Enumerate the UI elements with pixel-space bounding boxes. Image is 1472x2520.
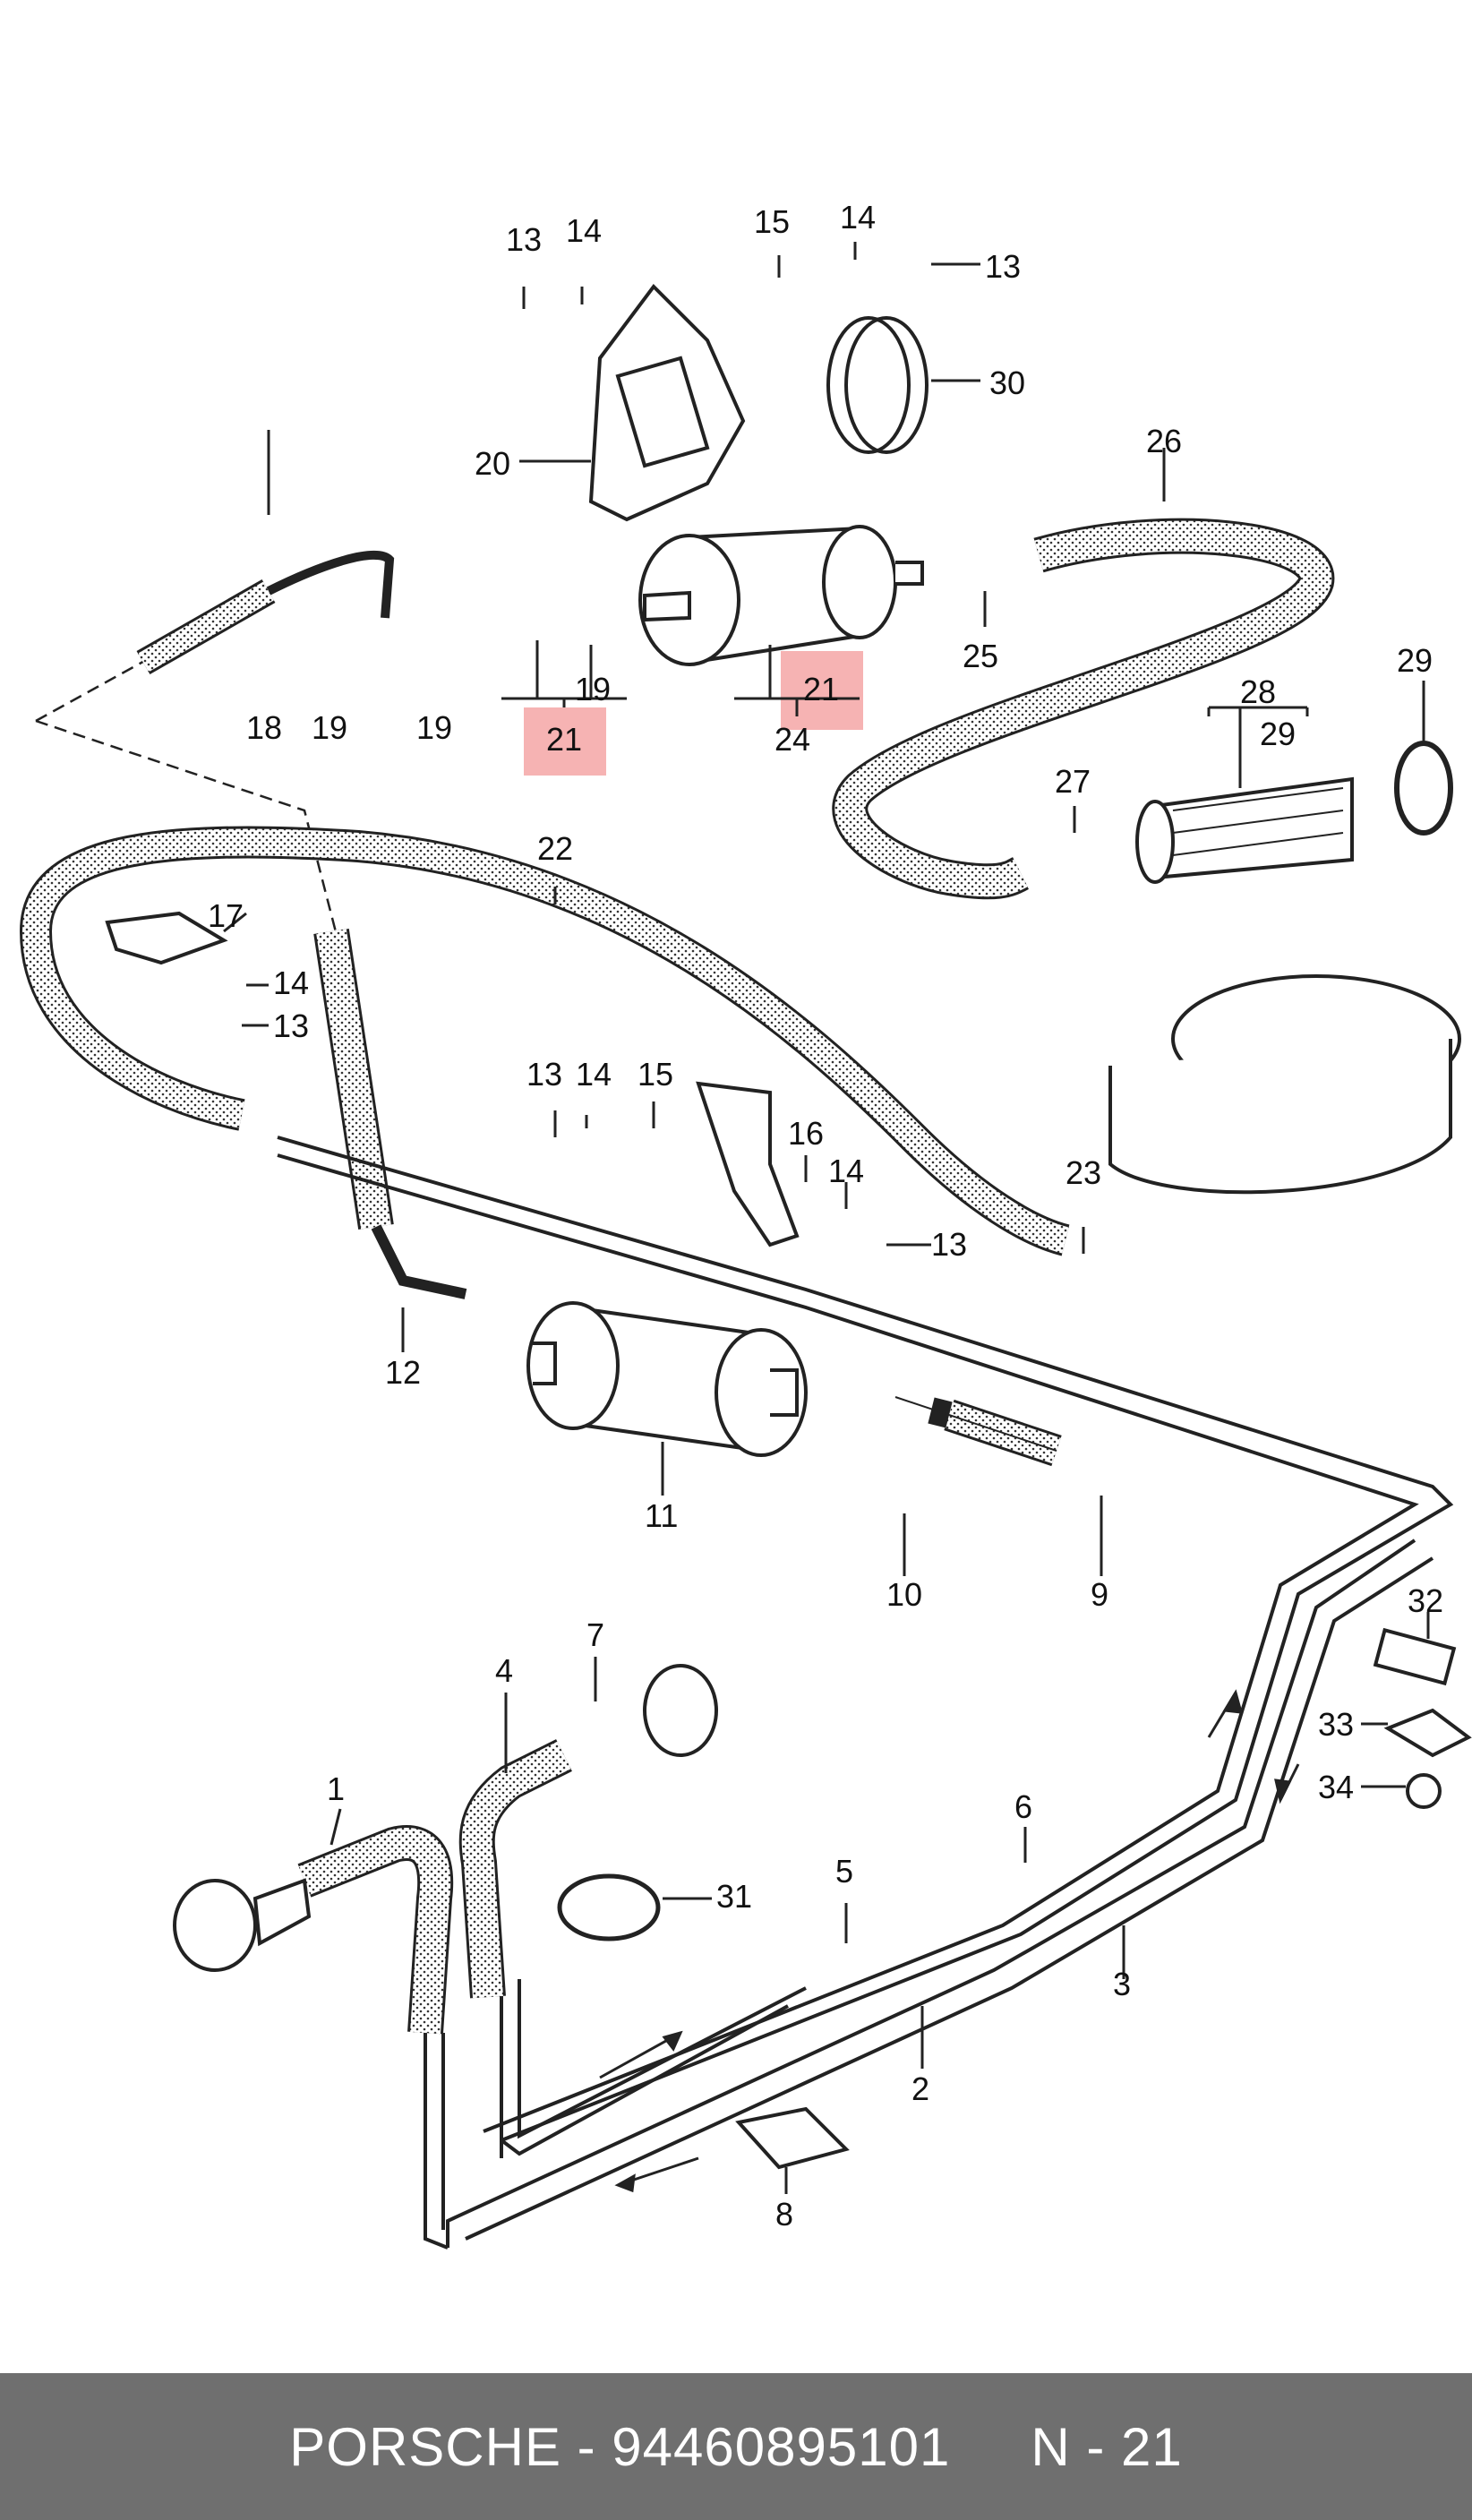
label-11: 11 bbox=[645, 1497, 678, 1534]
label-29: 29 bbox=[1260, 716, 1296, 752]
hose-4 bbox=[458, 1739, 572, 1999]
label-19: 19 bbox=[575, 671, 611, 707]
clamp-30 bbox=[826, 316, 929, 454]
footer-brand: PORSCHE bbox=[289, 2416, 561, 2477]
clip-33 bbox=[1383, 1708, 1472, 1758]
label-6: 6 bbox=[1014, 1788, 1032, 1825]
label-13: 13 bbox=[506, 221, 542, 258]
label-1: 1 bbox=[327, 1770, 345, 1807]
leader-lines bbox=[223, 242, 1430, 2194]
label-19: 19 bbox=[312, 709, 347, 746]
footer-bar: PORSCHE - 94460895101 N - 21 bbox=[0, 2373, 1472, 2520]
clamp-31 bbox=[557, 1873, 661, 1941]
holder-8 bbox=[735, 2106, 850, 2170]
hose-26 bbox=[832, 518, 1335, 900]
damper-7 bbox=[643, 1664, 718, 1757]
label-26: 26 bbox=[1146, 423, 1182, 459]
flow-arrows bbox=[599, 1689, 1300, 2193]
hose-10 bbox=[894, 1396, 1057, 1452]
label-14: 14 bbox=[566, 212, 602, 249]
label-14: 14 bbox=[273, 964, 309, 1001]
label-14: 14 bbox=[828, 1153, 864, 1189]
label-17: 17 bbox=[208, 897, 244, 934]
label-18: 18 bbox=[246, 709, 282, 746]
footer-separator: - bbox=[561, 2416, 612, 2477]
label-2: 2 bbox=[911, 2070, 929, 2107]
bolt-34 bbox=[1406, 1773, 1442, 1809]
label-22: 22 bbox=[537, 830, 573, 867]
label-9: 9 bbox=[1091, 1576, 1108, 1613]
bracket-17 bbox=[105, 911, 228, 965]
bracket-20 bbox=[588, 283, 746, 522]
label-5: 5 bbox=[835, 1853, 853, 1890]
label-24: 24 bbox=[775, 721, 810, 758]
label-16: 16 bbox=[788, 1115, 824, 1152]
label-32: 32 bbox=[1408, 1582, 1443, 1619]
label-21: 21 bbox=[546, 721, 582, 758]
label-23: 23 bbox=[1065, 1154, 1101, 1191]
footer-part-number: 94460895101 bbox=[612, 2416, 951, 2477]
fuel-line-lower bbox=[446, 1539, 1434, 2248]
tank-collar bbox=[1108, 974, 1461, 1195]
hose-22 bbox=[19, 826, 1070, 1256]
label-21: 21 bbox=[803, 671, 839, 707]
strainer-28 bbox=[1135, 776, 1354, 884]
label-4: 4 bbox=[495, 1652, 513, 1689]
label-14: 14 bbox=[840, 199, 876, 236]
label-20: 20 bbox=[475, 445, 510, 482]
label-13: 13 bbox=[931, 1226, 967, 1263]
parts-diagram: 13 14 15 14 13 30 20 26 25 18 19 19 19 2… bbox=[19, 199, 1472, 2250]
label-14: 14 bbox=[576, 1056, 612, 1093]
label-30: 30 bbox=[989, 364, 1025, 401]
label-27: 27 bbox=[1055, 763, 1091, 800]
label-15: 15 bbox=[638, 1056, 673, 1093]
label-13: 13 bbox=[526, 1056, 562, 1093]
label-29: 29 bbox=[1397, 642, 1433, 679]
hose-1 bbox=[297, 1825, 454, 2035]
highlight-box-21-right bbox=[781, 651, 863, 730]
clip-32 bbox=[1373, 1627, 1457, 1686]
fuel-line-left bbox=[424, 1979, 807, 2250]
label-31: 31 bbox=[716, 1878, 752, 1915]
fuel-filter-11 bbox=[526, 1301, 808, 1457]
pressure-regulator bbox=[173, 1878, 312, 1972]
label-28: 28 bbox=[1240, 673, 1276, 710]
fuel-line-upper bbox=[277, 1136, 1454, 2158]
seal-29 bbox=[1394, 741, 1453, 836]
label-12: 12 bbox=[385, 1354, 421, 1391]
hose-18 bbox=[136, 550, 395, 675]
label-13: 13 bbox=[985, 248, 1021, 285]
bracket-16 bbox=[696, 1081, 800, 1247]
fuel-pump-24 bbox=[638, 525, 924, 666]
label-13: 13 bbox=[273, 1007, 309, 1044]
label-3: 3 bbox=[1113, 1966, 1131, 2002]
label-33: 33 bbox=[1318, 1706, 1354, 1743]
reference-dashed-line bbox=[35, 647, 342, 950]
label-19: 19 bbox=[416, 709, 452, 746]
label-34: 34 bbox=[1318, 1769, 1354, 1805]
footer-page: N - 21 bbox=[1031, 2416, 1183, 2477]
label-7: 7 bbox=[586, 1616, 604, 1653]
label-10: 10 bbox=[886, 1576, 922, 1613]
label-15: 15 bbox=[754, 203, 790, 240]
highlight-box-21-left bbox=[524, 707, 606, 776]
label-25: 25 bbox=[963, 638, 998, 674]
label-8: 8 bbox=[775, 2196, 793, 2233]
hose-12 bbox=[313, 929, 467, 1299]
